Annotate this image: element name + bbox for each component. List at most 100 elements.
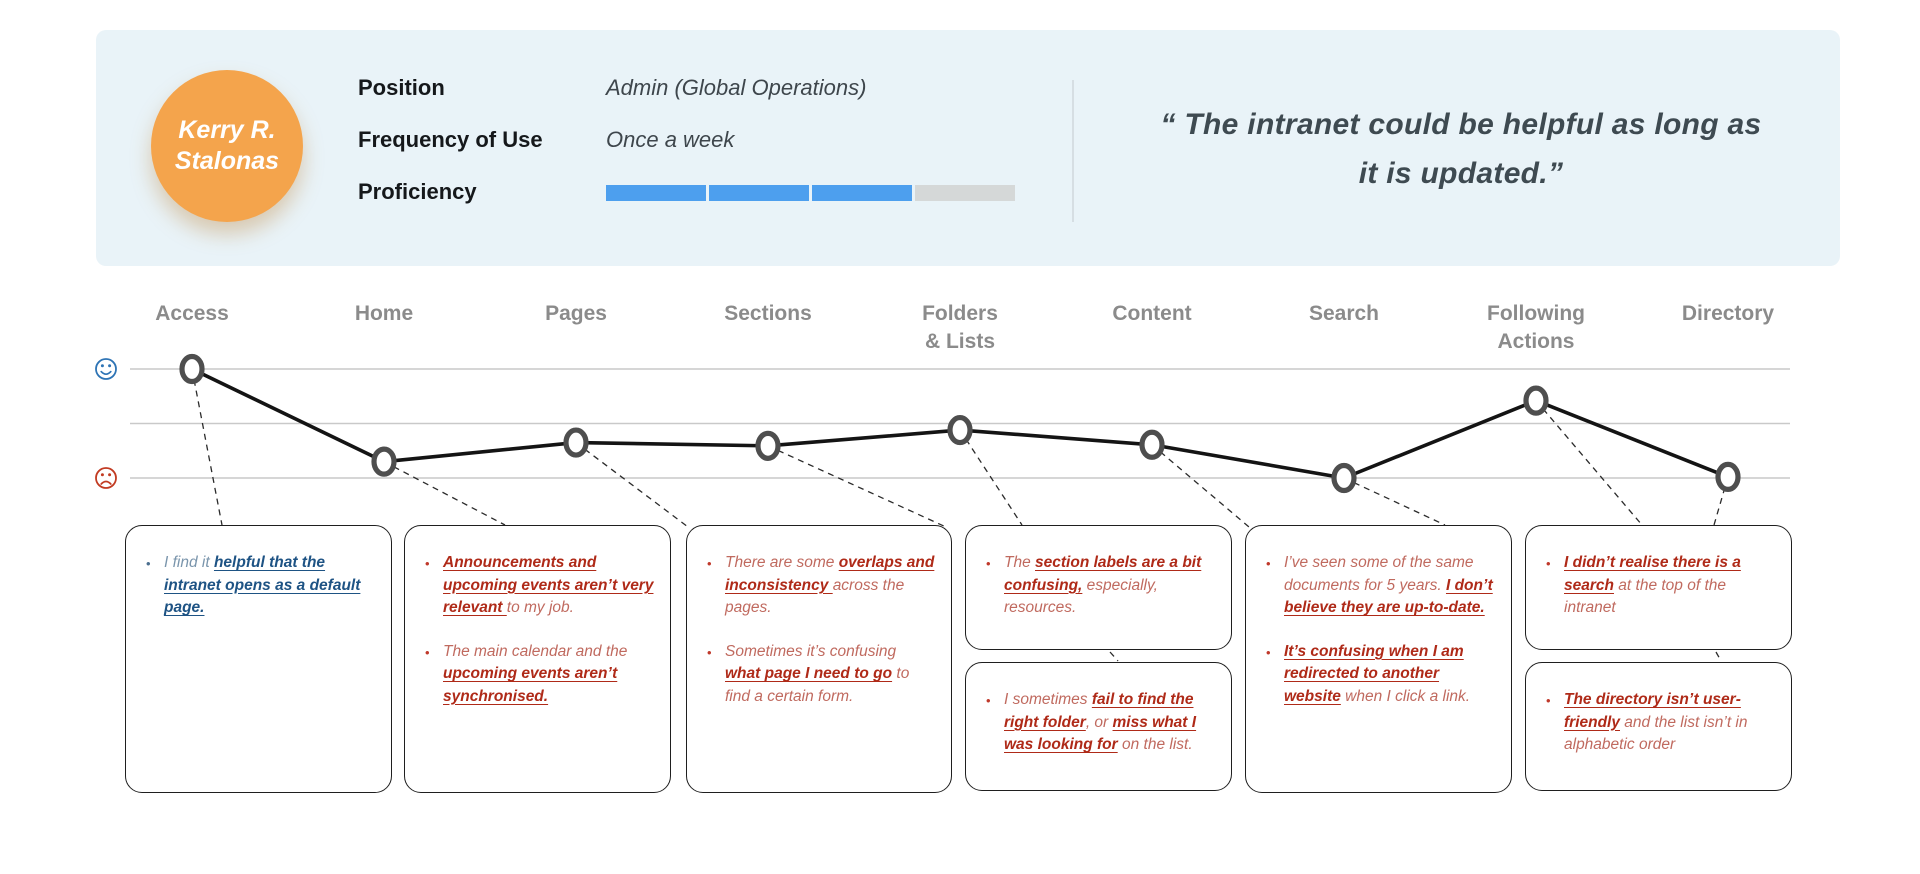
journey-node-search <box>1331 462 1357 494</box>
note-emphasis-text: Announcements and upcoming events aren’t… <box>443 554 654 616</box>
note-emphasis-text: overlaps and inconsistency <box>725 554 935 594</box>
proficiency-segment-filled <box>709 185 809 201</box>
proficiency-segment-filled <box>606 185 706 201</box>
bullet-icon: • <box>425 644 430 660</box>
connector-content <box>1151 444 1250 528</box>
note-plain-text: There are some <box>725 554 839 571</box>
frequency-value: Once a week <box>606 127 735 152</box>
stage-label-folders-lists: Folders& Lists <box>922 302 998 353</box>
persona-card: Kerry R. Stalonas Position Admin (Global… <box>96 30 1840 266</box>
connector-search <box>1343 477 1446 526</box>
note-item: • The directory isn’t user-friendly and t… <box>1540 689 1775 757</box>
bullet-icon: • <box>425 556 430 571</box>
note-emphasis-text: upcoming events aren’t synchronised. <box>443 665 618 705</box>
bullet-icon: • <box>986 693 991 708</box>
journey-node-folders-lists <box>947 414 973 446</box>
header-divider <box>1072 80 1074 222</box>
journey-node-access <box>179 353 205 385</box>
bullet-icon: • <box>146 556 151 571</box>
quote-line2: it is updated.” <box>1358 157 1564 190</box>
note-item: •I’ve seen some of the same documents fo… <box>1260 552 1495 620</box>
note-plain-text: to my job. <box>506 599 574 616</box>
connector-following-actions <box>1535 400 1643 526</box>
note-item: • There are some overlaps and inconsisten… <box>701 552 935 620</box>
avatar: Kerry R. Stalonas <box>151 70 303 222</box>
note-plain-text: to find a certain form. <box>725 665 910 705</box>
note-item: •I sometimes fail to find the right fold… <box>980 689 1215 757</box>
journey-node-pages <box>563 427 589 458</box>
note-plain-text: when I click a link. <box>1340 687 1471 705</box>
note-directory-order: • The directory isn’t user-friendly and t… <box>1525 662 1792 791</box>
proficiency-segment-filled <box>812 185 912 201</box>
bullet-icon: • <box>1266 644 1271 660</box>
note-plain-text: on the list. <box>1117 736 1193 753</box>
note-home-events: • Announcements and upcoming events aren’… <box>404 525 671 793</box>
note-emphasis-text: I didn’t realise there is a search <box>1564 554 1741 594</box>
note-plain-text: The <box>1004 554 1036 571</box>
connector-sections <box>767 445 947 528</box>
note-item: •I didn’t realise there is a search at t… <box>1540 552 1775 620</box>
bullet-icon: • <box>707 644 712 660</box>
persona-name-line2: Stalonas <box>174 147 280 175</box>
connector-gap-dash-1 <box>1715 651 1722 662</box>
sad-face-icon <box>95 467 117 489</box>
frequency-label: Frequency of Use <box>358 127 543 152</box>
stage-label-search: Search <box>1308 302 1380 325</box>
note-plain-text: The main calendar and the <box>443 642 628 660</box>
position-label: Position <box>358 75 445 100</box>
note-emphasis-text: what page I need to go <box>725 665 893 682</box>
bullet-icon: • <box>707 556 712 571</box>
proficiency-segment-empty <box>915 185 1015 201</box>
note-plain-text: I’ve seen some of the same documents for… <box>1284 554 1474 594</box>
note-emphasis-text: The directory isn’t user-friendly <box>1564 691 1741 731</box>
journey-node-sections <box>755 430 781 461</box>
proficiency-label: Proficiency <box>358 179 477 204</box>
note-folders-finding: •I sometimes fail to find the right fold… <box>965 662 1232 791</box>
note-plain-text: across the pages. <box>725 576 905 617</box>
note-plain-text: Sometimes it’s confusing <box>725 642 897 660</box>
note-item: • The main calendar and the upcoming even… <box>419 641 654 709</box>
note-search-discovery: •I didn’t realise there is a search at t… <box>1525 525 1792 650</box>
persona-name-line1: Kerry R. <box>178 116 276 144</box>
bullet-icon: • <box>1546 693 1551 708</box>
note-emphasis-text: miss what I was looking for <box>1004 713 1197 754</box>
note-plain-text: , or <box>1085 713 1113 731</box>
journey-node-content <box>1139 429 1165 460</box>
stage-label-home: Home <box>354 302 414 325</box>
stage-label-directory: Directory <box>1681 302 1775 325</box>
stage-label-sections: Sections <box>724 302 812 325</box>
note-plain-text: I find it <box>164 554 214 571</box>
note-item: • I find it helpful that the intranet ope… <box>140 552 375 620</box>
happy-face-icon <box>95 358 117 380</box>
note-pages-navigation: • There are some overlaps and inconsisten… <box>686 525 952 793</box>
note-emphasis-text: I don’t believe they are up-to-date. <box>1284 576 1493 617</box>
note-plain-text: and the list isn’t in alphabetic order <box>1564 713 1748 754</box>
stage-label-pages: Pages <box>545 302 607 325</box>
position-value: Admin (Global Operations) <box>606 75 867 100</box>
journey-node-following-actions <box>1523 385 1549 416</box>
note-emphasis-text: fail to find the right folder <box>1004 691 1194 731</box>
note-content-outdated: • I’ve seen some of the same documents fo… <box>1245 525 1512 793</box>
note-item: • The section labels are a bit confusing,… <box>980 552 1215 620</box>
connector-directory <box>1713 476 1729 526</box>
journey-node-home <box>371 446 397 477</box>
stage-label-access: Access <box>155 302 229 325</box>
connector-pages <box>575 442 689 528</box>
connector-home <box>383 461 506 526</box>
bullet-icon: • <box>986 556 991 571</box>
connector-gap-dash-0 <box>1109 651 1119 662</box>
persona-quote: “ The intranet could be helpful as long … <box>1106 100 1816 198</box>
note-access: • I find it helpful that the intranet ope… <box>125 525 392 793</box>
note-emphasis-text: section labels are a bit confusing, <box>1004 554 1202 594</box>
proficiency-bar <box>606 185 1015 201</box>
connector-access <box>191 368 223 526</box>
note-emphasis-text: It’s confusing when I am redirected to a… <box>1284 642 1464 705</box>
note-emphasis-text: helpful that the intranet opens as a def… <box>164 554 361 616</box>
connector-folders-lists <box>959 429 1023 526</box>
stage-label-content: Content <box>1112 302 1192 325</box>
note-item: • Sometimes it’s confusing what page I ne… <box>701 641 935 709</box>
bullet-icon: • <box>1546 556 1551 571</box>
